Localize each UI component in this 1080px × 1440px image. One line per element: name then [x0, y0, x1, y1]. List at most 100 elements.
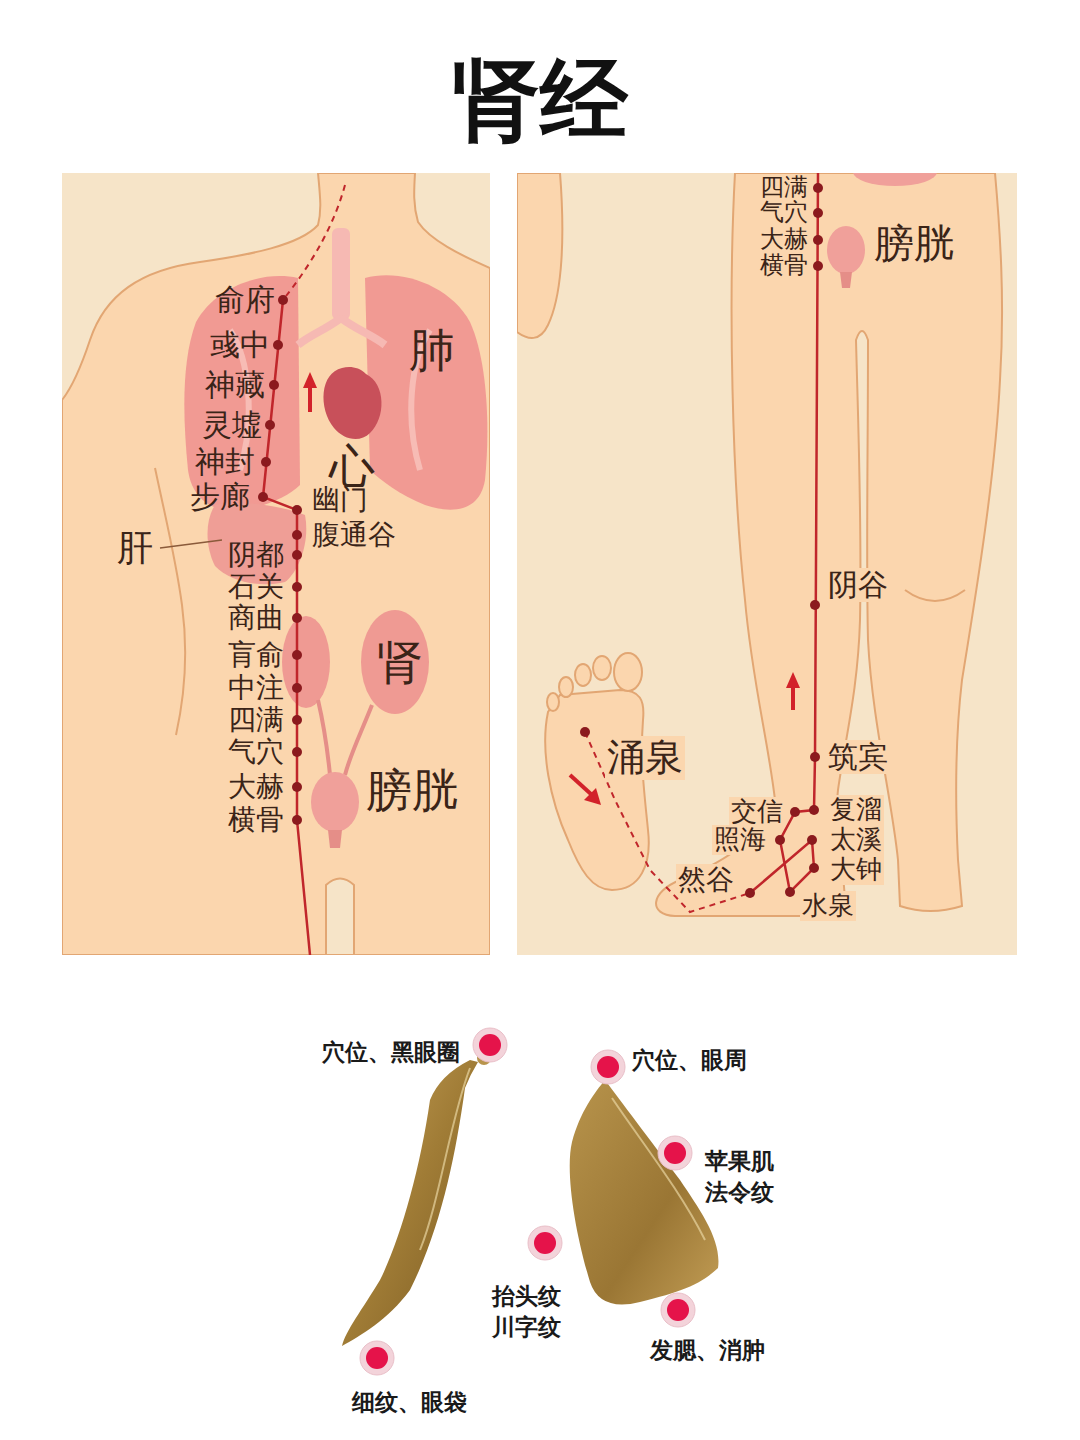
acupoint-label: 照海 — [712, 825, 768, 855]
toe — [593, 656, 611, 680]
acupoint-dot — [292, 650, 302, 660]
acupoint-dot — [265, 420, 275, 430]
acupoint-dot — [292, 815, 302, 825]
guasha-tool — [570, 1080, 719, 1305]
toe — [575, 664, 591, 686]
acupoint-label: 四满 — [228, 704, 284, 736]
acupoint-label: 肓俞 — [228, 639, 284, 671]
acupoint-label: 腹通谷 — [312, 519, 396, 551]
toe — [559, 677, 573, 697]
acupoint-label: 四满 — [760, 174, 808, 202]
acupoint-dot — [292, 550, 302, 560]
acupoint-dot — [813, 261, 823, 271]
acupoint-label: 大钟 — [828, 855, 884, 885]
acupoint-label: 神封 — [195, 445, 255, 480]
bronchus — [298, 318, 385, 345]
body-outline — [62, 173, 490, 955]
callout-label: 抬头纹 川字纹 — [492, 1281, 570, 1343]
acupoint-dot — [292, 613, 302, 623]
acupoint-dot — [258, 492, 268, 502]
acupoint-label: 俞府 — [215, 283, 275, 318]
direction-arrow — [570, 775, 592, 795]
acupoint-label: 交信 — [729, 797, 785, 827]
acupoint-dot — [292, 683, 302, 693]
acupoint-label: 水泉 — [800, 891, 856, 921]
direction-arrow — [308, 384, 312, 412]
acupoint-label: 大赫 — [228, 771, 284, 803]
arm — [517, 173, 562, 338]
acupoint-label: 商曲 — [228, 602, 284, 634]
acupoint-label: 灵墟 — [202, 408, 262, 443]
acupoint-label: 涌泉 — [605, 736, 685, 780]
acupoint-dot — [292, 782, 302, 792]
callout-label: 发腮、消肿 — [650, 1337, 765, 1363]
acupoint-label: 太溪 — [828, 825, 884, 855]
acupoint-dot — [278, 295, 288, 305]
acupoint-label: 阴谷 — [826, 568, 890, 603]
acupoint-dot — [807, 835, 817, 845]
acupoint-label: 复溜 — [828, 795, 884, 825]
callout-dot — [366, 1347, 388, 1369]
leader-line — [160, 540, 222, 548]
meridian-line — [750, 173, 818, 893]
acupoint-label: 横骨 — [760, 252, 808, 280]
callout-dot — [667, 1299, 689, 1321]
acupoint-dot — [292, 715, 302, 725]
acupoint-dot — [809, 805, 819, 815]
callout-label: 穴位、黑眼圈 — [322, 1039, 460, 1065]
acupoint-label: 步廊 — [190, 480, 250, 515]
leg-panel — [517, 173, 1017, 955]
acupoint-label: 石关 — [228, 571, 284, 603]
lung — [365, 275, 487, 510]
acupoint-dot — [580, 183, 823, 898]
acupoint-label: 气穴 — [760, 199, 808, 227]
callout-label: 细纹、眼袋 — [352, 1389, 467, 1415]
acupoint-dot — [273, 340, 283, 350]
foot-sole — [545, 690, 649, 890]
trachea — [332, 228, 350, 320]
callout-dot — [661, 1293, 695, 1327]
organ-label: 肺 — [409, 324, 455, 377]
acupoint-dot — [813, 183, 823, 193]
organ — [853, 173, 937, 186]
direction-arrow — [786, 672, 800, 688]
acupoint-label: 阴都 — [228, 539, 284, 571]
toe — [547, 693, 559, 711]
acupoint-dot — [580, 727, 590, 737]
meridian-dashed — [585, 732, 750, 912]
acupoint-label: 神藏 — [205, 368, 265, 403]
guasha-tool — [570, 1080, 719, 1305]
guasha-tool — [342, 1051, 491, 1346]
acupoint-label: 大赫 — [760, 226, 808, 254]
callout-dot — [479, 1034, 501, 1056]
callout-dot — [591, 1050, 625, 1084]
callout-dot — [360, 1028, 695, 1375]
acupoint-dot — [813, 235, 823, 245]
acupoint-dot — [292, 747, 302, 757]
kidney — [282, 616, 330, 708]
acupoint-label: 筑宾 — [826, 740, 890, 775]
kidney — [361, 610, 429, 714]
callout-dot — [360, 1341, 394, 1375]
panel-ground — [62, 173, 490, 955]
toe — [614, 653, 642, 691]
callout-label: 苹果肌 法令纹 — [705, 1146, 783, 1208]
guasha-tool — [342, 1060, 478, 1346]
toe — [547, 653, 642, 711]
heart — [324, 367, 382, 439]
bladder — [827, 226, 865, 274]
callout-dot — [597, 1056, 619, 1078]
callout-dot — [658, 1136, 692, 1170]
callout-dot — [528, 1226, 562, 1260]
organ-label: 肾 — [377, 636, 423, 689]
acupoint-dot — [292, 530, 302, 540]
acupoint-dot — [292, 505, 302, 515]
acupoint-dot — [809, 863, 819, 873]
callout-dot — [473, 1028, 507, 1062]
title: 肾经 — [452, 41, 628, 160]
callout-dot — [664, 1142, 686, 1164]
callout-dot — [534, 1232, 556, 1254]
guasha-tool — [420, 1068, 470, 1250]
